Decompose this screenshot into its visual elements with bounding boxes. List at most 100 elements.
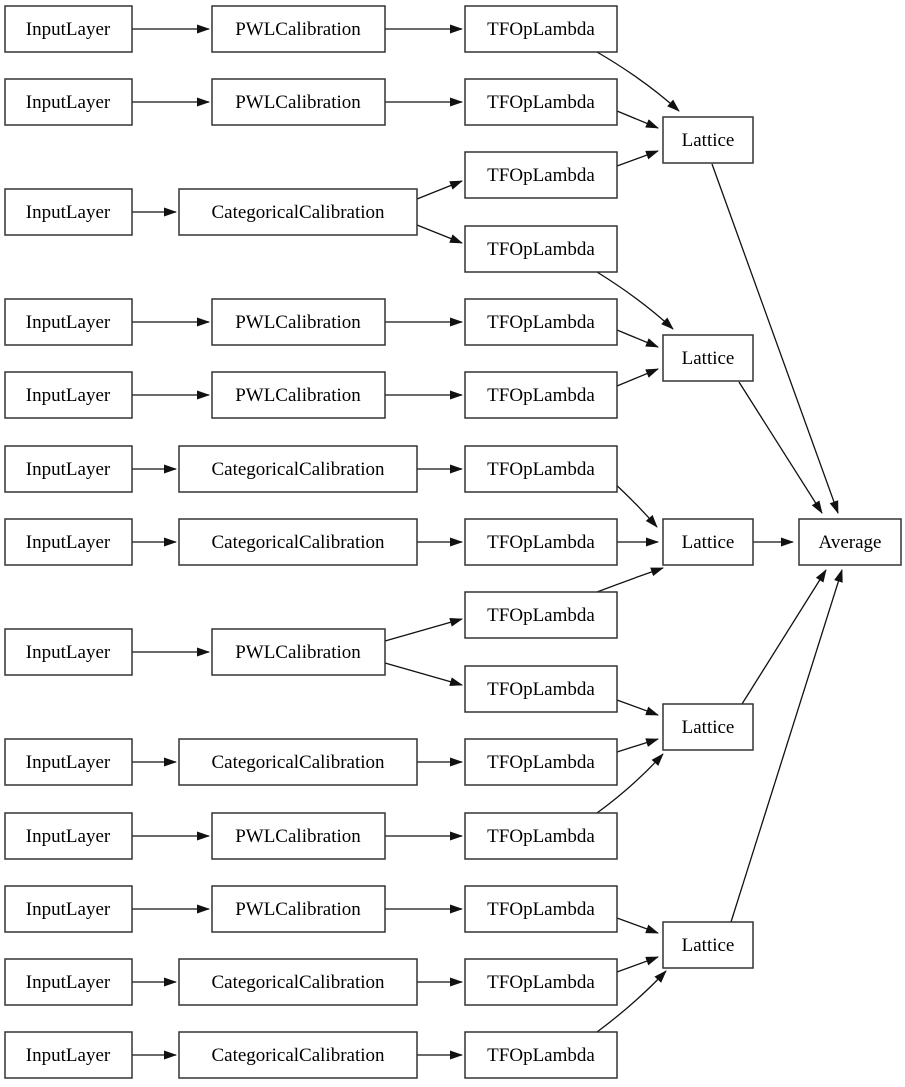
node-input_0: InputLayer [4, 5, 133, 53]
edges-lattice-to-average [711, 163, 843, 923]
node-cal_8: CategoricalCalibration [178, 738, 418, 786]
node-label: CategoricalCalibration [211, 459, 385, 480]
node-tfop_0: TFOpLambda [464, 5, 618, 53]
node-input_10: InputLayer [4, 885, 133, 933]
node-tfop_2: TFOpLambda [464, 151, 618, 199]
node-box [178, 518, 418, 566]
node-box [4, 885, 133, 933]
edge-tfop_5-lattice_1 [616, 368, 659, 387]
edge-lattice_1-average [738, 381, 823, 514]
node-label: PWLCalibration [235, 642, 361, 663]
edge-tfop_1-lattice_0 [616, 110, 659, 129]
node-box [662, 116, 754, 164]
node-cal_3: PWLCalibration [211, 298, 386, 346]
node-label: CategoricalCalibration [211, 1045, 385, 1066]
node-box [4, 188, 133, 236]
node-label: TFOpLambda [487, 385, 595, 406]
edge-tfop_8-lattice_2 [596, 567, 664, 593]
node-tfop_11: TFOpLambda [464, 812, 618, 860]
node-input_3: InputLayer [4, 298, 133, 346]
node-input_5: InputLayer [4, 445, 133, 493]
node-tfop_7: TFOpLambda [464, 518, 618, 566]
node-box [211, 78, 386, 126]
node-cal_6: CategoricalCalibration [178, 518, 418, 566]
node-box [211, 371, 386, 419]
node-tfop_9: TFOpLambda [464, 665, 618, 713]
node-input_12: InputLayer [4, 1031, 133, 1079]
node-box [464, 298, 618, 346]
node-lattice_3: Lattice [662, 703, 754, 751]
node-label: InputLayer [26, 19, 111, 40]
node-box [178, 445, 418, 493]
node-label: CategoricalCalibration [211, 532, 385, 553]
node-box [4, 518, 133, 566]
node-label: Lattice [682, 935, 735, 956]
node-box [178, 1031, 418, 1079]
node-label: PWLCalibration [235, 385, 361, 406]
edge-cal_7-tfop_9 [384, 662, 463, 687]
node-box [662, 921, 754, 969]
node-label: TFOpLambda [487, 92, 595, 113]
node-label: InputLayer [26, 92, 111, 113]
node-input_11: InputLayer [4, 958, 133, 1006]
node-box [4, 371, 133, 419]
edge-tfop_14-lattice_4 [596, 970, 667, 1033]
node-box [662, 518, 754, 566]
node-box [178, 958, 418, 1006]
node-box [464, 885, 618, 933]
node-input_2: InputLayer [4, 188, 133, 236]
node-label: PWLCalibration [235, 312, 361, 333]
node-label: TFOpLambda [487, 679, 595, 700]
node-tfop_6: TFOpLambda [464, 445, 618, 493]
node-box [464, 518, 618, 566]
edge-tfop_4-lattice_1 [616, 329, 659, 348]
node-cal_7: PWLCalibration [211, 628, 386, 676]
node-box [211, 298, 386, 346]
node-cal_10: PWLCalibration [211, 885, 386, 933]
edge-lattice_0-average [711, 163, 839, 514]
node-label: InputLayer [26, 202, 111, 223]
edge-lattice_3-average [741, 569, 827, 705]
node-label: Average [819, 532, 882, 553]
edge-lattice_4-average [730, 569, 843, 923]
node-box [464, 78, 618, 126]
node-lattice_2: Lattice [662, 518, 754, 566]
node-label: TFOpLambda [487, 312, 595, 333]
node-label: Lattice [682, 130, 735, 151]
node-box [211, 628, 386, 676]
node-label: TFOpLambda [487, 605, 595, 626]
node-label: InputLayer [26, 899, 111, 920]
edge-tfop_13-lattice_4 [616, 956, 659, 973]
node-cal_9: PWLCalibration [211, 812, 386, 860]
node-label: TFOpLambda [487, 752, 595, 773]
edge-cal_2-tfop_2 [416, 180, 463, 200]
node-box [464, 591, 618, 639]
node-label: CategoricalCalibration [211, 752, 385, 773]
node-box [464, 445, 618, 493]
node-input_9: InputLayer [4, 812, 133, 860]
node-label: Lattice [682, 348, 735, 369]
edge-tfop_10-lattice_3 [616, 738, 659, 753]
edge-tfop_9-lattice_3 [616, 699, 659, 716]
node-box [464, 371, 618, 419]
node-box [4, 738, 133, 786]
node-input_6: InputLayer [4, 518, 133, 566]
node-cal_5: CategoricalCalibration [178, 445, 418, 493]
node-box [211, 885, 386, 933]
node-box [4, 298, 133, 346]
node-box [4, 958, 133, 1006]
node-label: TFOpLambda [487, 165, 595, 186]
node-cal_12: CategoricalCalibration [178, 1031, 418, 1079]
node-box [662, 703, 754, 751]
edge-cal_2-tfop_3 [416, 224, 463, 244]
edge-tfop_2-lattice_0 [616, 150, 659, 167]
node-box [798, 518, 902, 566]
edge-cal_7-tfop_8 [384, 617, 463, 642]
node-tfop_14: TFOpLambda [464, 1031, 618, 1079]
node-box [178, 738, 418, 786]
node-label: InputLayer [26, 1045, 111, 1066]
node-box [211, 812, 386, 860]
node-label: InputLayer [26, 752, 111, 773]
node-label: TFOpLambda [487, 972, 595, 993]
node-cal_4: PWLCalibration [211, 371, 386, 419]
